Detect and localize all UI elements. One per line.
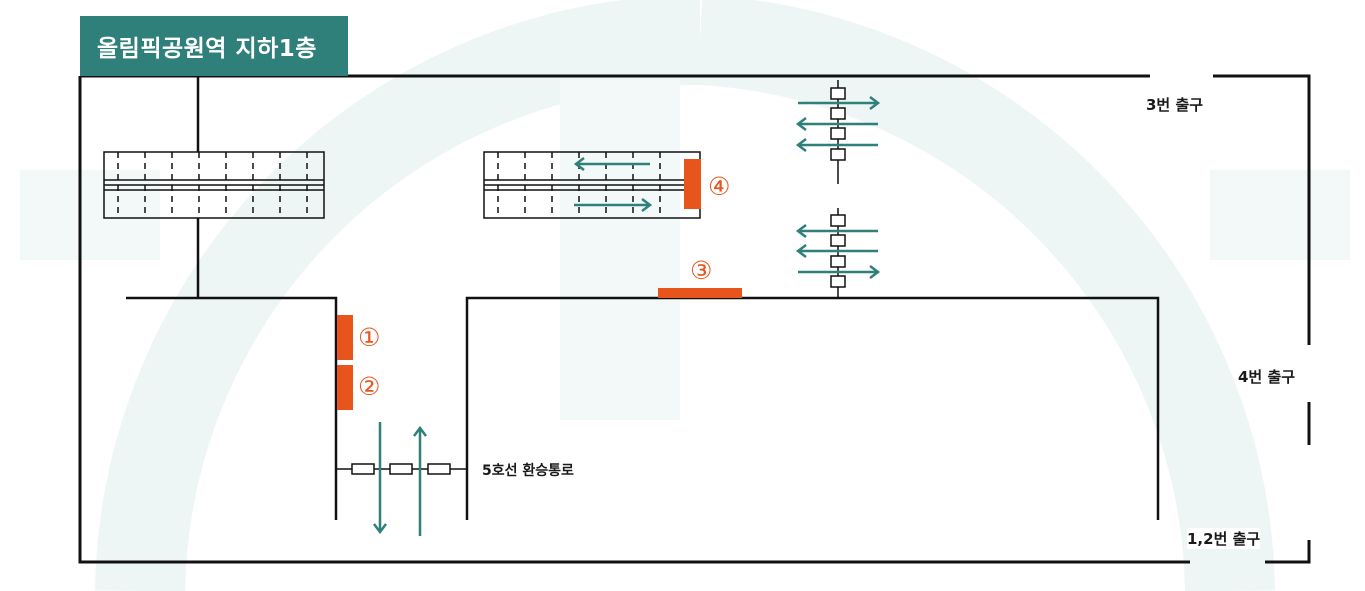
exit-3-label: 3번 출구 [1146,94,1204,115]
marker-1: ① [358,323,381,352]
marker-4: ④ [708,172,731,201]
facility-bars [337,159,742,410]
outer-walls [78,74,1311,564]
transfer-arrows [373,422,427,536]
facility-bar-4 [684,159,701,209]
transfer-gates [336,463,467,475]
gate-arrows-upper [795,96,881,152]
facility-bar-2 [337,365,353,410]
facility-bar-1 [337,315,353,360]
facility-bar-3 [658,288,742,298]
exit-1-2-label: 1,2번 출구 [1187,528,1261,549]
gates-lower [830,208,846,298]
transfer-corridor-label: 5호선 환승통로 [482,460,574,480]
stair-arrows-middle [573,157,653,212]
stair-block-left [103,151,325,219]
exit-4-label: 4번 출구 [1238,366,1296,387]
interior-walls [126,76,1160,520]
floor-title: 올림픽공원역 지하1층 [80,16,348,76]
gate-arrows-lower [795,224,881,279]
marker-2: ② [358,372,381,401]
marker-3: ③ [690,256,713,285]
gates-upper [830,80,846,184]
stair-block-middle [483,151,701,219]
